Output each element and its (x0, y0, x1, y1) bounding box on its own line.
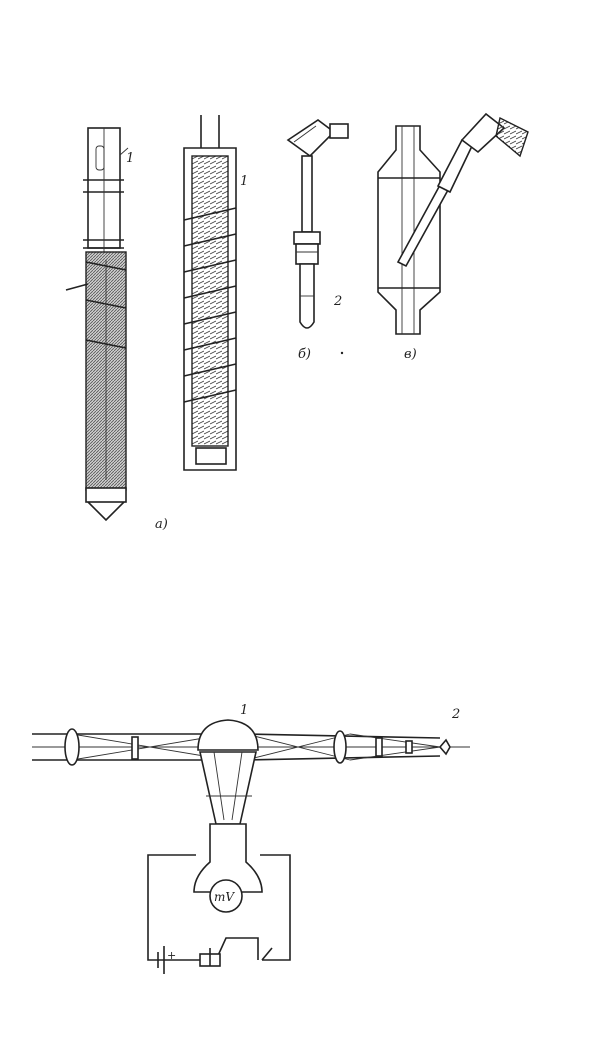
coil-element (183, 115, 237, 471)
meter-label: mV (214, 890, 235, 904)
thermocouple-b (286, 119, 349, 329)
probe-a (65, 127, 129, 522)
caption-a: a) (155, 517, 168, 532)
ref-1-label: 1 (240, 703, 248, 718)
optical-pyrometer (32, 719, 470, 974)
speck (340, 351, 344, 355)
ref-2-label: 2 (451, 707, 460, 722)
caption-b: б) (298, 347, 311, 362)
part-v-ref-label: 2 (333, 294, 342, 309)
caption-v: в) (404, 347, 417, 362)
pipe-assembly-v (377, 112, 529, 335)
plus-sign: + (167, 949, 176, 962)
part-a-ref-label: 1 (126, 151, 134, 166)
part-b-ref-label: 1 (240, 174, 248, 189)
